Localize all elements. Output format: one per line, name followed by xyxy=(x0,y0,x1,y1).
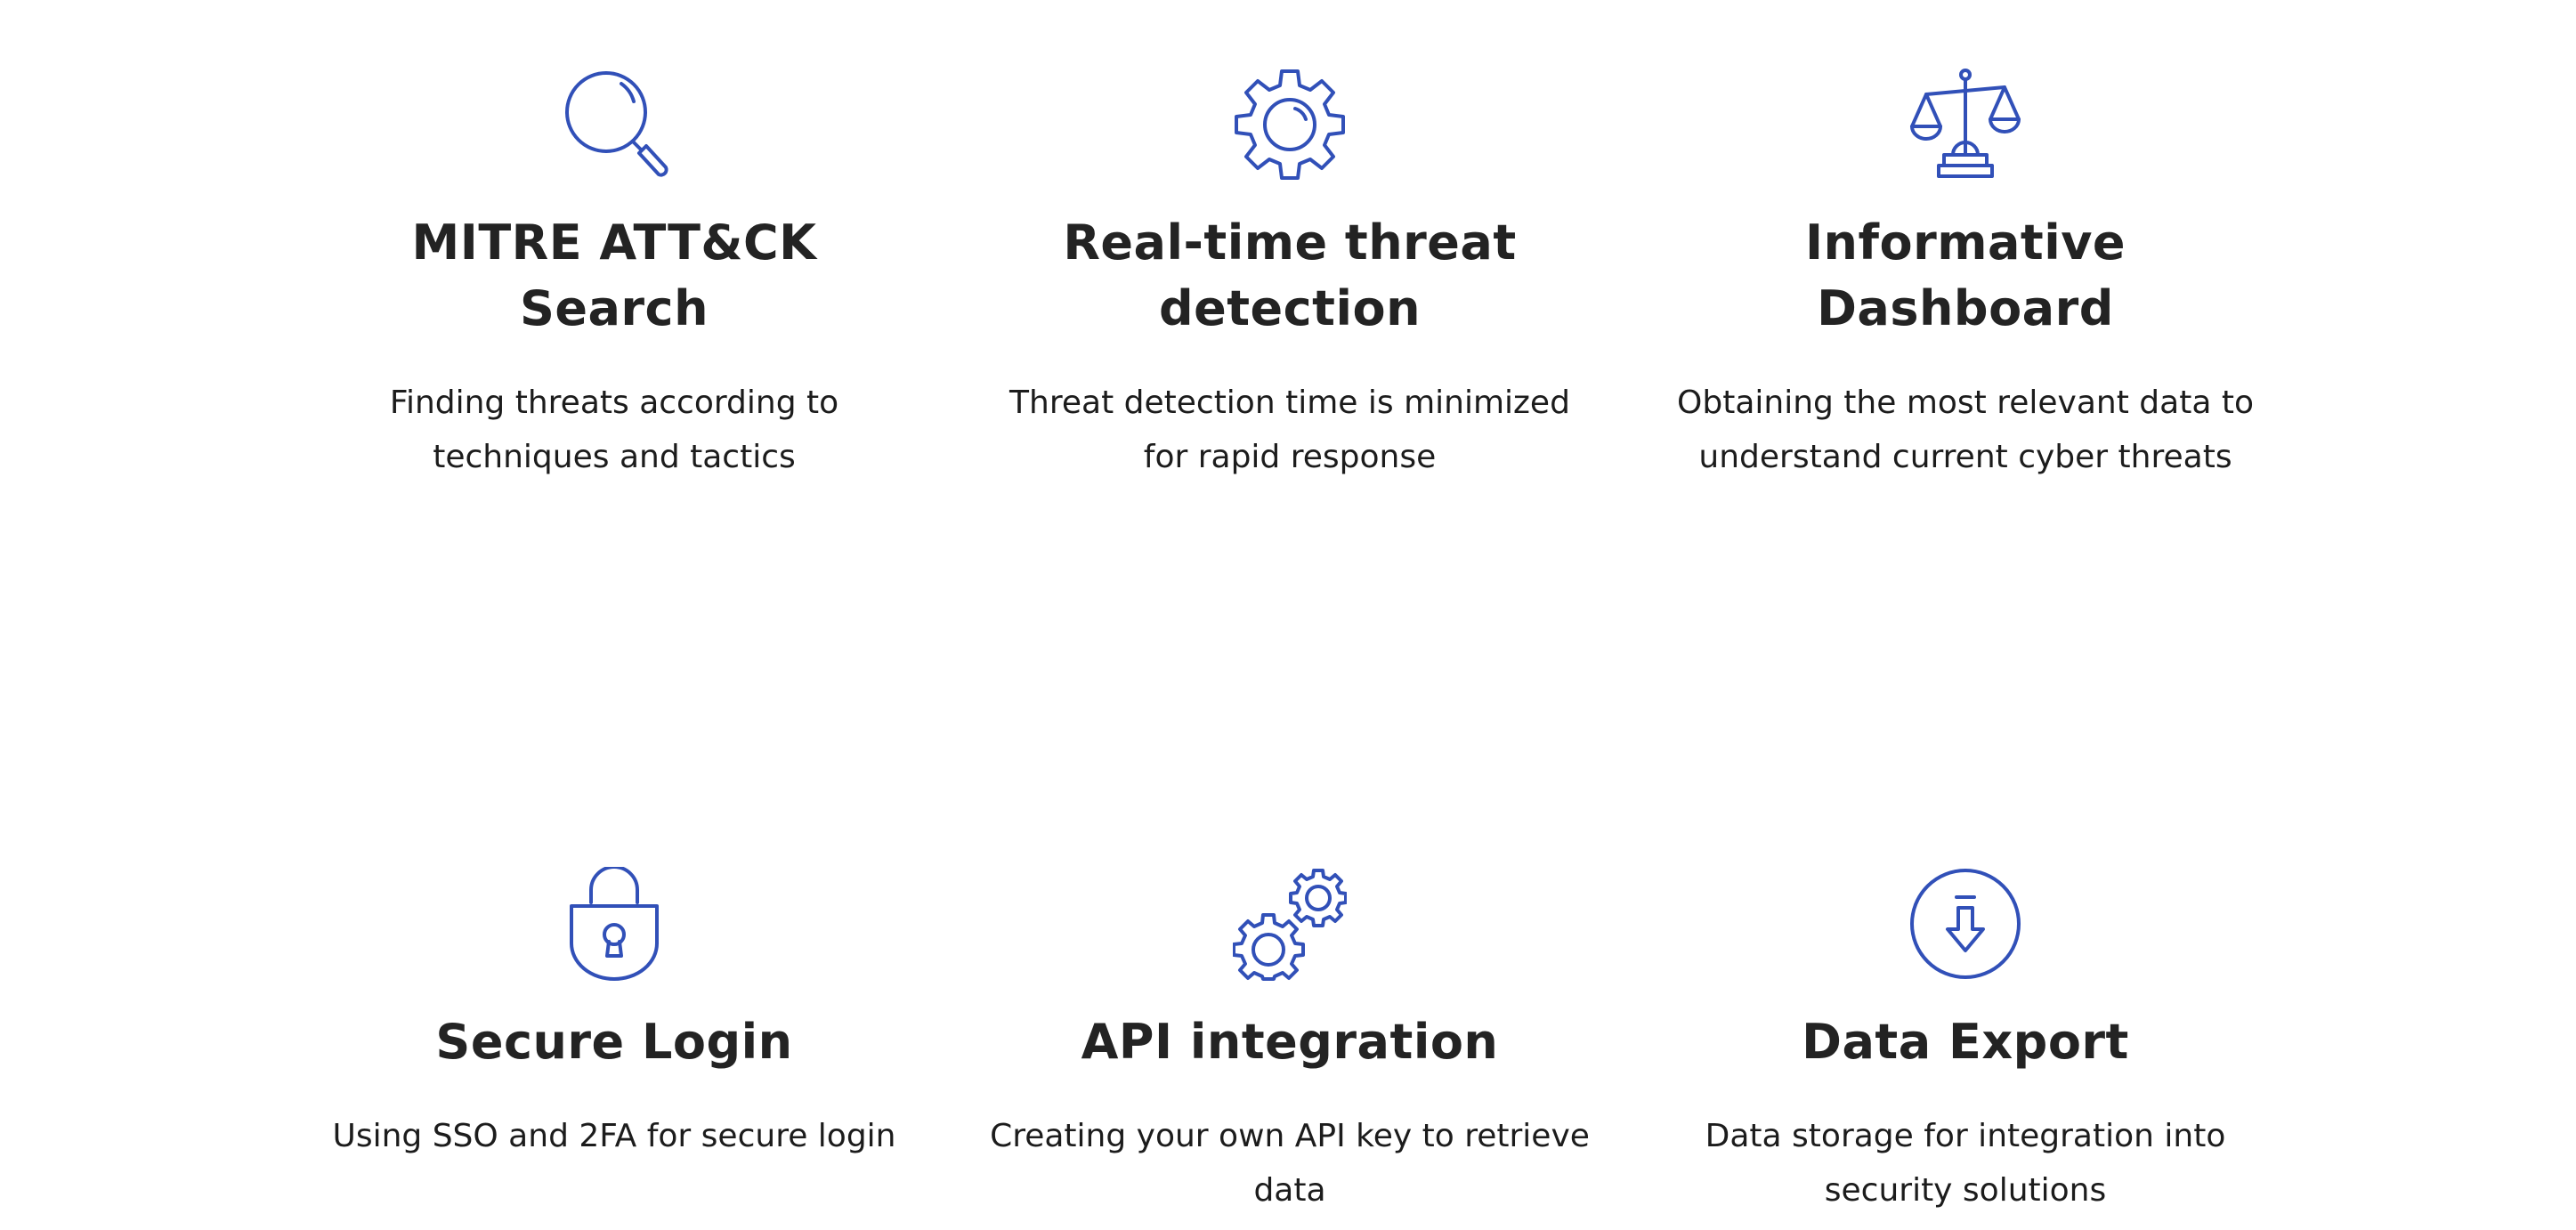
feature-description: Using SSO and 2FA for secure login xyxy=(332,1118,896,1154)
feature-data-export: Data Export Data storage for integration… xyxy=(1645,867,2286,1218)
feature-title: Data Export xyxy=(1802,1014,2129,1070)
feature-title: Real-time threat detection xyxy=(1063,214,1517,336)
padlock-icon xyxy=(294,867,935,981)
magnifier-icon xyxy=(294,68,935,182)
feature-dashboard: Informative Dashboard Obtaining the most… xyxy=(1645,68,2286,484)
feature-description: Obtaining the most relevant data to unde… xyxy=(1677,384,2254,475)
gear-icon xyxy=(969,68,1610,182)
feature-description: Creating your own API key to retrieve da… xyxy=(990,1118,1590,1209)
download-icon xyxy=(1645,867,2286,981)
feature-description: Threat detection time is minimized for r… xyxy=(1009,384,1570,475)
gears-icon xyxy=(969,867,1610,981)
feature-title: Secure Login xyxy=(435,1014,793,1070)
feature-realtime-detection: Real-time threat detection Threat detect… xyxy=(969,68,1610,484)
feature-mitre-search: MITRE ATT&CK Search Finding threats acco… xyxy=(294,68,935,484)
feature-api-integration: API integration Creating your own API ke… xyxy=(969,867,1610,1218)
scales-icon xyxy=(1645,68,2286,182)
feature-secure-login: Secure Login Using SSO and 2FA for secur… xyxy=(294,867,935,1163)
feature-title: MITRE ATT&CK Search xyxy=(411,214,817,336)
feature-description: Data storage for integration into securi… xyxy=(1705,1118,2226,1209)
feature-description: Finding threats according to techniques … xyxy=(389,384,839,475)
feature-title: Informative Dashboard xyxy=(1804,214,2126,336)
feature-title: API integration xyxy=(1081,1014,1499,1070)
